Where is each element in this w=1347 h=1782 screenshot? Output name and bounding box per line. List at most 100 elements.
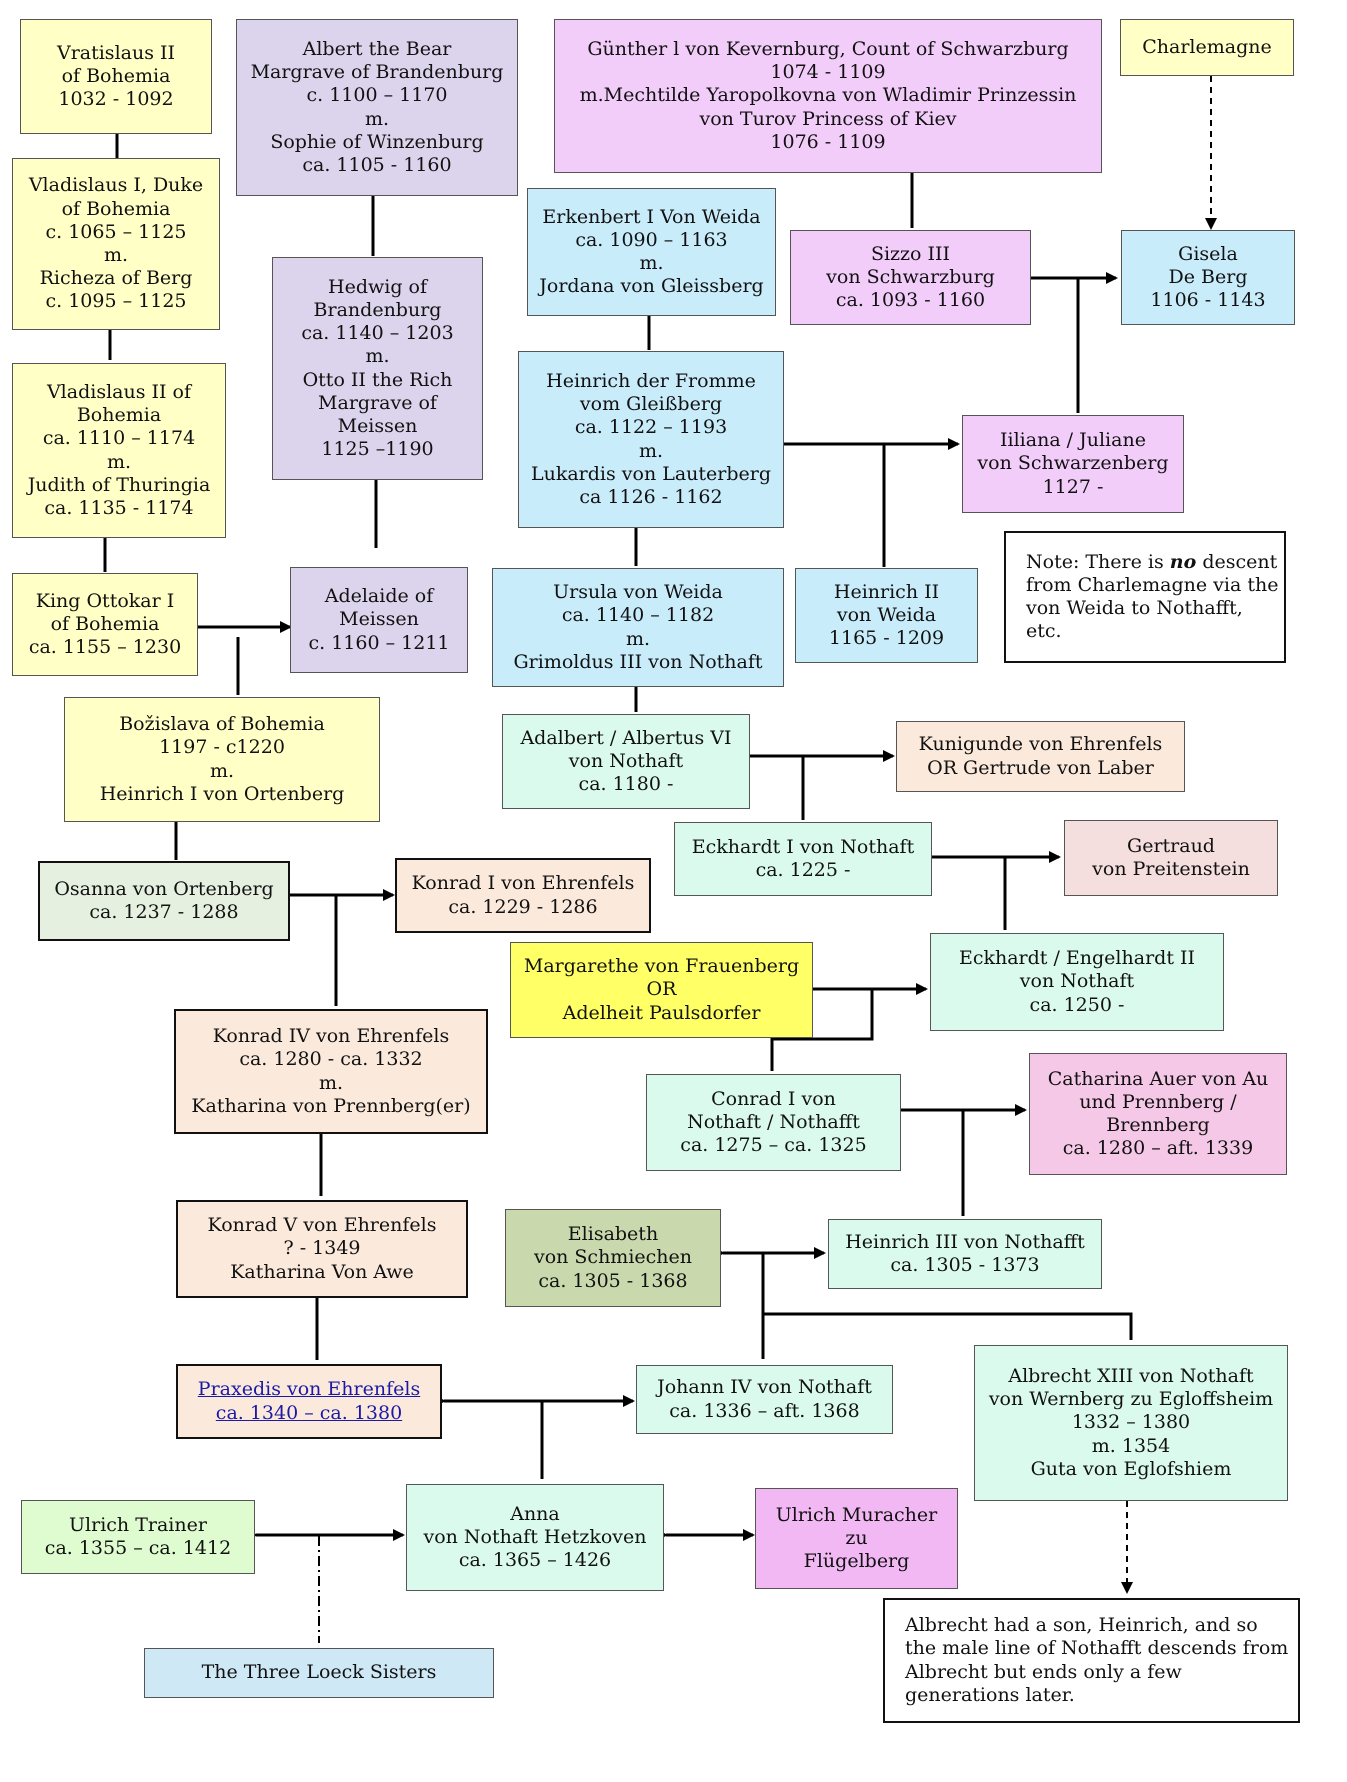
text-line: ca. 1275 – ca. 1325 <box>680 1134 867 1157</box>
text-line[interactable]: Praxedis von Ehrenfels <box>197 1378 421 1401</box>
text-line: Brennberg <box>1106 1114 1210 1136</box>
text-line: ca. 1155 – 1230 <box>28 636 182 659</box>
text-line: OR <box>646 978 677 1001</box>
text-line: Konrad I von Ehrenfels <box>411 872 635 895</box>
text-line: Margarethe von Frauenberg <box>523 955 800 978</box>
text-line: ca. 1250 - <box>1029 993 1125 1016</box>
text-line: Heinrich I von Ortenberg <box>99 782 345 805</box>
text-line: Lukardis von Lauterberg <box>530 462 772 485</box>
text-line: m. <box>365 345 390 368</box>
text-line: of Bohemia <box>50 612 160 635</box>
text-line: ? - 1349 <box>283 1237 361 1260</box>
text-line: m.Mechtilde Yaropolkovna von Wladimir Pr… <box>579 84 1077 107</box>
text-line: ca. 1305 - 1368 <box>538 1269 688 1292</box>
text-line: King Ottokar I <box>35 589 175 612</box>
text-line: Meissen <box>339 608 419 631</box>
text-line: Vladislaus I, Duke <box>28 174 204 197</box>
text-line: Katharina von Prennberg(er) <box>191 1094 471 1117</box>
text-line: Bohemia <box>76 404 162 427</box>
text-line: 1076 - 1109 <box>770 130 886 153</box>
text-line: Grimoldus III von Nothaft <box>513 650 763 673</box>
text-line: zu <box>845 1526 868 1549</box>
text-line: 1125 –1190 <box>321 438 434 461</box>
text-line: Vladislaus II of <box>46 380 192 403</box>
text-line: Charlemagne <box>1142 35 1272 58</box>
text-line: 1032 - 1092 <box>58 88 174 111</box>
text-line: Nothaft / Nothafft <box>687 1110 860 1133</box>
text-line: von Turov Princess of Kiev <box>699 107 957 130</box>
text-line: Flügelberg <box>803 1550 910 1573</box>
line-eckhardt2-conrad1 <box>770 989 874 1071</box>
text-line: Sophie of Winzenburg <box>270 130 484 153</box>
text-line: Judith of Thuringia <box>27 473 211 496</box>
person-gunther-von-kevernburg: Günther l von Kevernburg, Count of Schwa… <box>554 19 1102 173</box>
text-line: Eckhardt I von Nothaft <box>691 835 915 858</box>
text-line: m. <box>625 627 651 650</box>
text-line: Gisela <box>1178 242 1238 265</box>
text-line: ca. 1305 - 1373 <box>890 1254 1040 1276</box>
text-line: 1332 – 1380 <box>1071 1411 1191 1434</box>
text-line: ca. 1225 - <box>755 859 851 881</box>
text-line: m. <box>639 252 664 274</box>
text-line: Otto II the Rich <box>302 368 453 391</box>
text-line: Hedwig of <box>328 275 427 298</box>
group-three-loeck-sisters: The Three Loeck Sisters <box>144 1648 494 1698</box>
text-line: Margrave of <box>318 391 437 414</box>
text-line: und Prennberg / <box>1079 1090 1237 1113</box>
text-line: Anna <box>510 1502 560 1525</box>
text-line: von Schwarzburg <box>826 265 995 288</box>
text-line: von Nothaft <box>1019 970 1135 993</box>
text-line: Eckhardt / Engelhardt II <box>958 947 1196 970</box>
text-line: Guta von Eglofshiem <box>1030 1457 1232 1480</box>
text-line: Kunigunde von Ehrenfels <box>918 733 1163 756</box>
text-line: OR Gertrude von Laber <box>927 756 1154 779</box>
text-line: ca. 1140 – 1182 <box>561 604 715 627</box>
text-line: ca. 1140 – 1203 <box>301 322 454 345</box>
text-line: Conrad I von <box>711 1087 836 1110</box>
text-line: Osanna von Ortenberg <box>54 877 274 900</box>
text-line: Vratislaus II <box>56 41 176 64</box>
text-line: Brandenburg <box>313 298 442 321</box>
text-line: 1106 - 1143 <box>1150 289 1266 312</box>
text-line: Margrave of Brandenburg <box>250 61 504 84</box>
text-line: m. <box>638 439 664 462</box>
text-line: Heinrich II <box>833 580 940 603</box>
text-line: Ulrich Muracher <box>775 1503 938 1526</box>
text-line: 1127 - <box>1042 475 1104 498</box>
text-line: m. <box>106 450 132 473</box>
text-line: ca. 1135 - 1174 <box>44 496 194 519</box>
text-line: ca. 1280 - ca. 1332 <box>239 1048 423 1071</box>
text-line: von Schmiechen <box>533 1246 693 1269</box>
text-line: of Bohemia <box>61 64 171 87</box>
text-line: Božislava of Bohemia <box>119 713 325 736</box>
text-line: 1074 - 1109 <box>770 61 886 84</box>
text-line[interactable]: ca. 1340 – ca. 1380 <box>215 1401 403 1424</box>
text-line: von Nothaft Hetzkoven <box>423 1525 647 1548</box>
text-line: Adalbert / Albertus VI <box>520 726 732 749</box>
text-line: Erkenbert I Von Weida <box>542 205 761 228</box>
text-line: of Bohemia <box>61 197 171 220</box>
